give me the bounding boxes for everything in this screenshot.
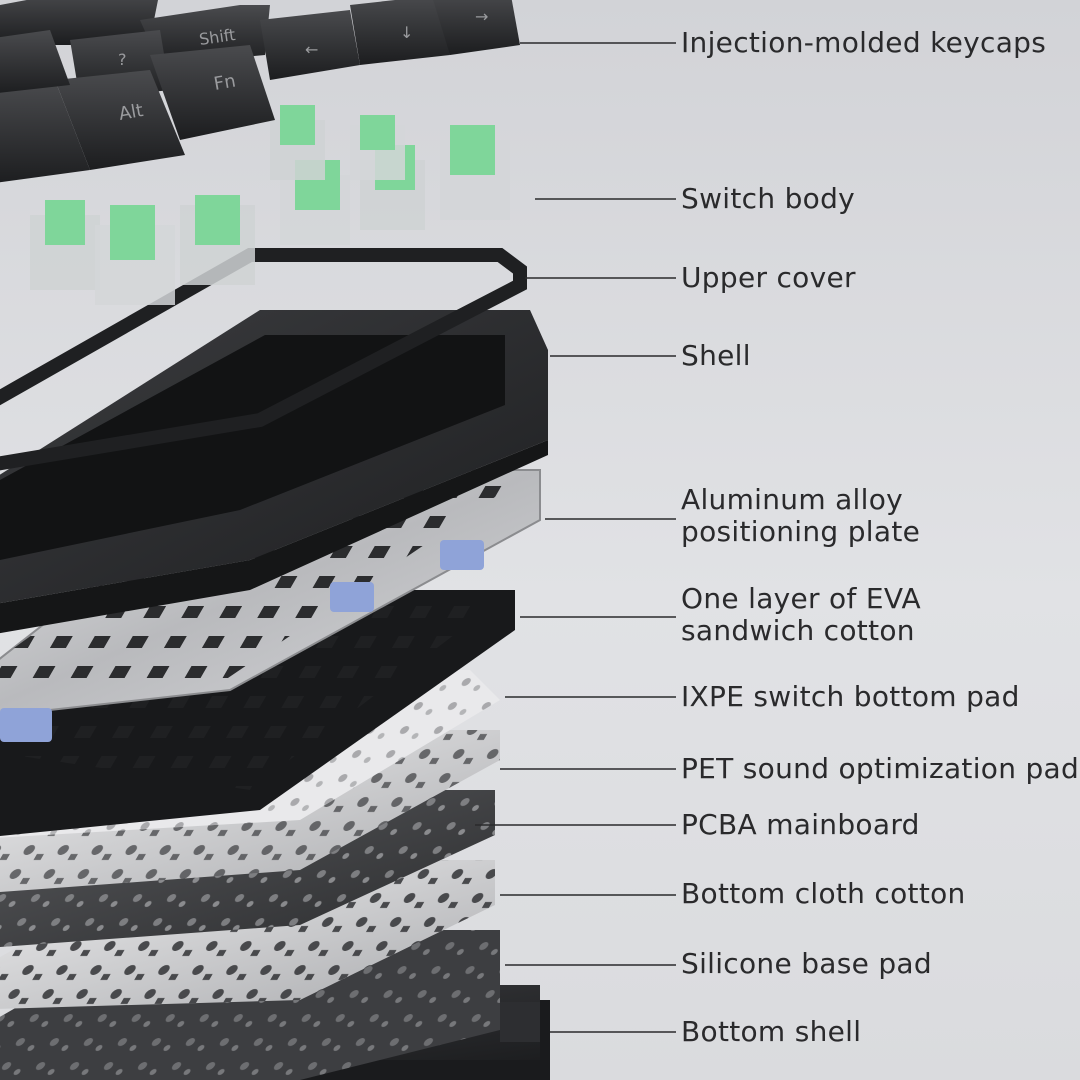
keycap-legend-down: ↓ xyxy=(400,23,413,42)
callout-upper-cover: Upper cover xyxy=(681,261,856,294)
callout-pcba-mainboard: PCBA mainboard xyxy=(681,808,920,841)
callout-eva-cotton: One layer of EVA sandwich cotton xyxy=(681,582,921,647)
switch-icon xyxy=(95,205,175,305)
switch-icon xyxy=(440,125,510,220)
upper-cover-layer xyxy=(0,248,527,471)
switch-body-layer xyxy=(30,105,510,305)
keycap-legend-question: ? xyxy=(118,50,127,69)
keycap-icon: Alt xyxy=(55,70,185,170)
shell-layer xyxy=(0,310,548,634)
keycaps-layer: Shift ← ↓ → ? Fn Alt xyxy=(0,0,520,183)
keycap-legend-fn: Fn xyxy=(212,70,237,94)
switch-icon xyxy=(30,200,100,290)
callout-ixpe-pad: IXPE switch bottom pad xyxy=(681,680,1020,713)
switch-icon xyxy=(180,195,255,285)
switch-icon xyxy=(350,115,405,180)
switch-icon xyxy=(270,105,325,180)
callout-pet-pad: PET sound optimization pad xyxy=(681,752,1080,785)
keycap-icon xyxy=(0,30,70,93)
callout-silicone-base-pad: Silicone base pad xyxy=(681,947,932,980)
callout-injection-molded-keycaps: Injection-molded keycaps xyxy=(681,26,1047,59)
stabilizer-clip-icon xyxy=(330,582,374,612)
callout-aluminum-plate: Aluminum alloy positioning plate xyxy=(681,483,921,548)
callout-shell: Shell xyxy=(681,339,751,372)
leader-lines xyxy=(475,42,676,1033)
switch-icon xyxy=(280,160,350,245)
keycap-icon xyxy=(0,80,90,183)
callout-bottom-shell: Bottom shell xyxy=(681,1015,862,1048)
callout-bottom-cloth-cotton: Bottom cloth cotton xyxy=(681,877,966,910)
callout-switch-body: Switch body xyxy=(681,182,856,215)
keycap-legend-left: ← xyxy=(305,40,318,59)
keycap-icon: Fn xyxy=(150,45,275,140)
keycap-legend-shift: Shift xyxy=(198,25,237,49)
stabilizer-clip-icon xyxy=(440,540,484,570)
keycap-legend-alt: Alt xyxy=(117,100,145,125)
keycap-icon: → xyxy=(433,0,520,55)
keycap-icon: ← xyxy=(260,10,360,80)
stabilizer-clip-icon xyxy=(0,708,52,742)
keycap-legend-right: → xyxy=(475,7,488,26)
keycap-icon: ↓ xyxy=(350,0,450,65)
